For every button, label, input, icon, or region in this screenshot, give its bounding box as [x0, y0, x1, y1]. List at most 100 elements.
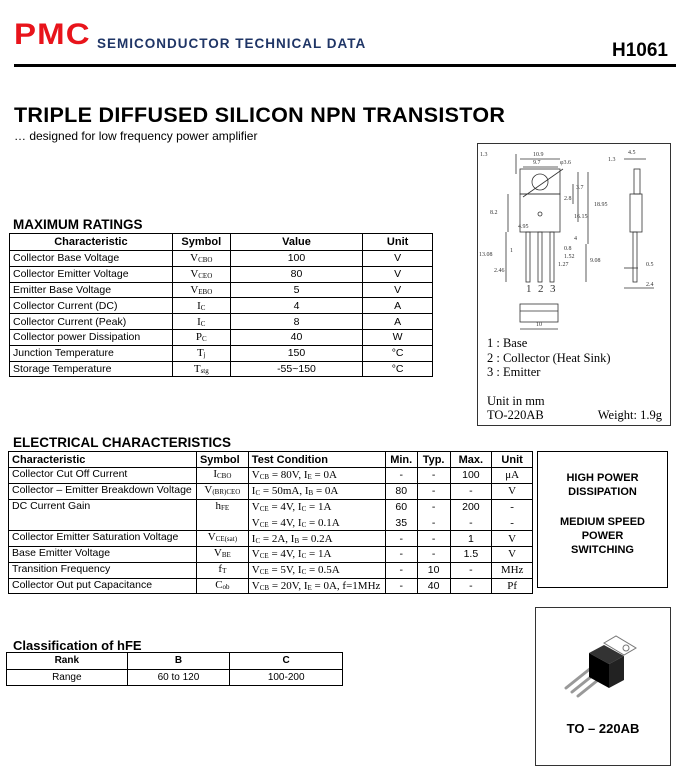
test-condition: VCB = 20V, IE = 0A, f=1MHz: [247, 577, 386, 595]
unit-label: Unit in mm: [487, 394, 545, 408]
table-row: Emitter Base Voltage VEBO 5 V: [9, 281, 433, 299]
col-header: Characteristic: [9, 233, 173, 251]
table-row: Base Emitter Voltage VBE VCE = 4V, IC = …: [8, 545, 533, 563]
symbol: ICBO: [195, 467, 249, 484]
symbol: Tj: [171, 344, 231, 362]
pin-3-label: 3 : Emitter: [487, 365, 541, 379]
max: -: [449, 577, 493, 595]
max: -: [449, 514, 493, 532]
package-name: TO-220AB: [487, 408, 544, 422]
test-condition: IC = 2A, IB = 0.2A: [247, 530, 386, 547]
table-row: Collector Current (DC) IC 4 A: [9, 297, 433, 315]
symbol: VEBO: [171, 281, 231, 299]
max: -: [449, 482, 493, 500]
max: -: [449, 561, 493, 579]
test-condition: VCE = 4V, IC = 0.1A: [247, 514, 386, 532]
symbol: Cob: [195, 577, 249, 595]
table-row: Collector power Dissipation PC 40 W: [9, 328, 433, 346]
unit: V: [362, 250, 433, 267]
range-c: 100-200: [229, 668, 343, 686]
value: 4: [229, 297, 364, 315]
package-weight: Weight: 1.9g: [597, 408, 662, 422]
dimension-label: 0.5: [646, 262, 654, 268]
dimension-label: 1.27: [558, 262, 569, 268]
symbol: [195, 514, 249, 532]
table-row: VCE = 4V, IC = 0.1A 35 - - -: [8, 514, 533, 532]
table-row: Junction Temperature Tj 150 °C: [9, 344, 433, 362]
dimension-label: 8.2: [490, 210, 498, 216]
table-row: Collector Cut Off Current ICBO VCB = 80V…: [8, 467, 533, 484]
value: 40: [229, 328, 364, 346]
unit: V: [491, 482, 533, 500]
range-b: 60 to 120: [126, 668, 231, 686]
typ: -: [416, 467, 451, 484]
characteristic: Base Emitter Voltage: [8, 545, 197, 563]
characteristic: [8, 514, 197, 532]
min: -: [384, 467, 418, 484]
characteristic: Collector power Dissipation: [9, 328, 173, 346]
value: 8: [229, 313, 364, 330]
typ: 10: [416, 561, 451, 579]
table-row: Collector Emitter Voltage VCEO 80 V: [9, 265, 433, 283]
col-header: Max.: [449, 451, 493, 468]
rank-label: Rank: [6, 652, 128, 670]
min: 60: [384, 498, 418, 515]
characteristic: Collector Out put Capacitance: [8, 577, 197, 595]
unit: A: [362, 297, 433, 315]
package-image-label: TO – 220AB: [566, 721, 640, 736]
max: 1.5: [449, 545, 493, 563]
package-image-box: TO – 220AB: [535, 607, 671, 766]
value: 5: [229, 281, 364, 299]
classification-table: Rank B C Range 60 to 120 100-200: [6, 652, 343, 686]
typ: 40: [416, 577, 451, 595]
col-header: Unit: [362, 233, 433, 251]
max: 1: [449, 530, 493, 547]
unit: V: [362, 281, 433, 299]
test-condition: IC = 50mA, IB = 0A: [247, 482, 386, 500]
max-ratings-table: Characteristic Symbol Value Unit Collect…: [9, 233, 433, 378]
rank-b: B: [126, 652, 231, 670]
dimension-label: 4.5: [628, 150, 636, 156]
dimension-label: 10: [536, 322, 542, 328]
unit: μA: [491, 467, 533, 484]
min: -: [384, 577, 418, 595]
characteristic: Collector Cut Off Current: [8, 467, 197, 484]
symbol: Tstg: [171, 360, 231, 378]
characteristic: Storage Temperature: [9, 360, 173, 378]
unit: -: [491, 498, 533, 515]
table-row: Collector Current (Peak) IC 8 A: [9, 313, 433, 330]
col-header: Typ.: [416, 451, 451, 468]
classification-heading: Classification of hFE: [13, 638, 142, 653]
max: 100: [449, 467, 493, 484]
unit: MHz: [491, 561, 533, 579]
unit: Pf: [491, 577, 533, 595]
table-row: Transition Frequency fT VCE = 5V, IC = 0…: [8, 561, 533, 579]
dimension-label: 18.95: [594, 202, 608, 208]
characteristic: Collector Emitter Saturation Voltage: [8, 530, 197, 547]
unit: W: [362, 328, 433, 346]
unit: °C: [362, 344, 433, 362]
symbol: V(BR)CEO: [195, 482, 249, 500]
symbol: hFE: [195, 498, 249, 515]
unit: -: [491, 514, 533, 532]
min: 80: [384, 482, 418, 500]
pin-2-label: 2 : Collector (Heat Sink): [487, 351, 611, 365]
col-header: Symbol: [195, 451, 249, 468]
part-number: H1061: [612, 40, 668, 61]
dimension-label: 1: [510, 248, 513, 254]
typ: -: [416, 498, 451, 515]
typ: -: [416, 482, 451, 500]
max: 200: [449, 498, 493, 515]
dimension-label: 1.3: [480, 152, 488, 158]
table-row: Collector – Emitter Breakdown Voltage V(…: [8, 482, 533, 500]
symbol: VCEO: [171, 265, 231, 283]
pmc-logo: PMC: [14, 18, 91, 51]
test-condition: VCB = 80V, IE = 0A: [247, 467, 386, 484]
dimension-label: 1.52: [564, 254, 575, 260]
col-header: Unit: [491, 451, 533, 468]
dimension-label: 10.9: [533, 152, 544, 158]
characteristic: DC Current Gain: [8, 498, 197, 515]
symbol: PC: [171, 328, 231, 346]
